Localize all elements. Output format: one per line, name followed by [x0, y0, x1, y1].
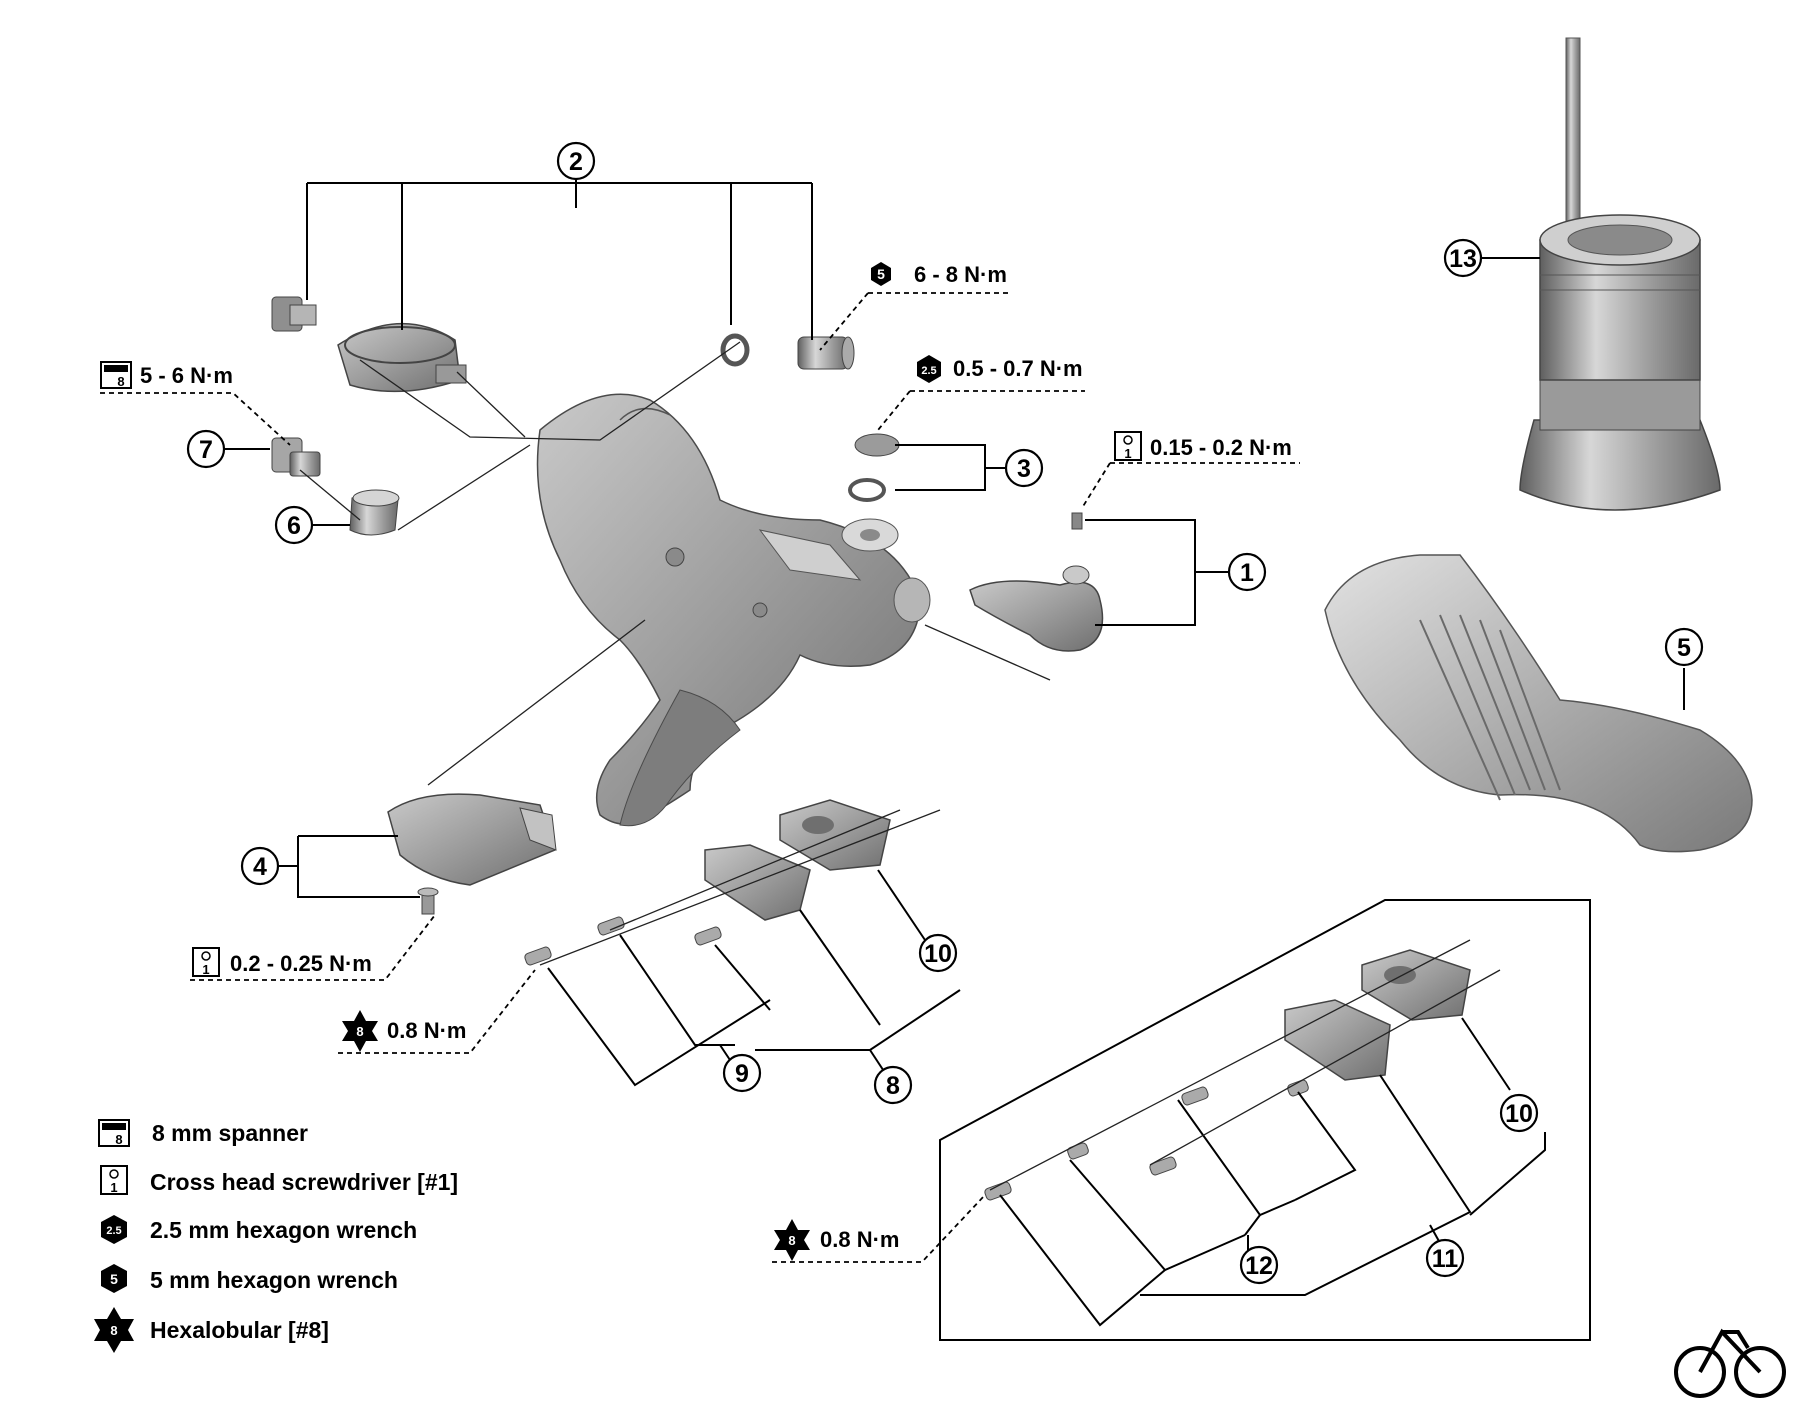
cover-4-illustration	[387, 793, 557, 915]
svg-text:9: 9	[735, 1060, 749, 1088]
svg-text:8: 8	[356, 1024, 363, 1039]
callout-13: 13	[1443, 238, 1483, 278]
svg-text:1: 1	[1124, 446, 1131, 461]
torque-cross-4: 1 0.2 - 0.25 N·m	[192, 947, 372, 977]
svg-text:3: 3	[1017, 455, 1031, 483]
svg-text:8: 8	[886, 1072, 900, 1100]
sub-lever-1-illustration	[969, 512, 1104, 652]
8-mm-spanner-icon: 8	[100, 361, 132, 389]
svg-text:0.8 N·m: 0.8 N·m	[820, 1227, 899, 1252]
svg-text:5 mm hexagon wrench: 5 mm hexagon wrench	[150, 1267, 398, 1293]
callout-3: 3	[1004, 448, 1044, 488]
svg-text:6 - 8 N·m: 6 - 8 N·m	[914, 262, 1007, 287]
svg-text:0.5 - 0.7 N·m: 0.5 - 0.7 N·m	[953, 356, 1083, 381]
svg-text:8: 8	[115, 1132, 122, 1147]
callout-10-upper: 10	[918, 933, 958, 973]
leader-lines	[100, 160, 1685, 1341]
svg-text:2.5: 2.5	[106, 1225, 121, 1237]
callout-7: 7	[186, 429, 226, 469]
svg-text:2: 2	[569, 148, 583, 176]
svg-text:0.8 N·m: 0.8 N·m	[387, 1018, 466, 1043]
hex-wrench-2-5-icon: 2.5	[101, 1215, 127, 1244]
callout-8: 8	[873, 1065, 913, 1105]
svg-text:6: 6	[287, 512, 301, 540]
svg-text:2.5: 2.5	[921, 365, 936, 377]
bracket-10-upper-illustration	[779, 799, 891, 871]
torque-hex5: 5 6 - 8 N·m	[871, 262, 1007, 287]
legend-item-hex-2-5: 2.5 2.5 mm hexagon wrench	[101, 1215, 417, 1244]
8-mm-spanner-icon: 8	[98, 1119, 130, 1147]
screws-12-inset-illustration	[984, 1079, 1309, 1201]
svg-text:8: 8	[117, 374, 124, 389]
cross-head-screwdriver-icon: 1	[1114, 431, 1142, 461]
svg-text:12: 12	[1245, 1252, 1273, 1280]
legend-item-hexalobular: 8 Hexalobular [#8]	[94, 1307, 329, 1353]
svg-text:Cross head screwdriver [#1]: Cross head screwdriver [#1]	[150, 1169, 458, 1195]
torque-hexalobular-inset: 8 0.8 N·m	[774, 1219, 899, 1261]
hex-wrench-5-icon: 5	[101, 1264, 127, 1293]
svg-text:8 mm spanner: 8 mm spanner	[152, 1120, 308, 1146]
svg-text:11: 11	[1432, 1245, 1459, 1273]
svg-text:0.2 - 0.25 N·m: 0.2 - 0.25 N·m	[230, 951, 372, 976]
svg-text:1: 1	[110, 1180, 117, 1195]
bracket-10-inset-illustration	[1361, 949, 1471, 1021]
legend-item-hex-5: 5 5 mm hexagon wrench	[101, 1264, 398, 1293]
bracket-8-upper-illustration	[704, 844, 811, 921]
cross-head-screwdriver-icon: 1	[100, 1165, 128, 1195]
svg-text:8: 8	[110, 1323, 117, 1338]
callout-6: 6	[274, 505, 314, 545]
svg-text:5: 5	[1677, 634, 1691, 662]
svg-text:5: 5	[877, 266, 885, 282]
ring-6-illustration	[349, 489, 400, 536]
legend-item-cross-screwdriver: 1 Cross head screwdriver [#1]	[100, 1165, 458, 1195]
cap-3-illustration	[848, 433, 900, 502]
tool-legend: 8 8 mm spanner 1 Cross head screwdriver …	[94, 1119, 458, 1353]
svg-text:13: 13	[1449, 245, 1477, 273]
svg-text:0.15 - 0.2 N·m: 0.15 - 0.2 N·m	[1150, 435, 1292, 460]
callout-11: 11	[1425, 1238, 1465, 1278]
callout-4: 4	[240, 846, 280, 886]
bolt-7-illustration	[271, 437, 321, 477]
svg-text:1: 1	[202, 962, 209, 977]
svg-text:10: 10	[924, 940, 952, 968]
svg-text:5 - 6 N·m: 5 - 6 N·m	[140, 363, 233, 388]
hex-wrench-2-5-icon: 2.5	[917, 355, 941, 383]
callout-2: 2	[556, 141, 596, 181]
callout-9: 9	[722, 1053, 762, 1093]
screws-9-upper-illustration	[524, 916, 722, 966]
callout-10-inset: 10	[1499, 1093, 1539, 1133]
legend-item-spanner: 8 8 mm spanner	[98, 1119, 308, 1147]
torque-cross-1: 1 0.15 - 0.2 N·m	[1114, 431, 1292, 461]
svg-text:2.5 mm hexagon wrench: 2.5 mm hexagon wrench	[150, 1217, 417, 1243]
svg-text:8: 8	[788, 1233, 795, 1248]
cross-head-screwdriver-icon: 1	[192, 947, 220, 977]
hexalobular-icon: 8	[342, 1010, 378, 1052]
torque-hex25: 2.5 0.5 - 0.7 N·m	[917, 355, 1083, 383]
svg-text:Hexalobular [#8]: Hexalobular [#8]	[150, 1317, 329, 1343]
bracket-11-inset-illustration	[1284, 999, 1391, 1081]
svg-text:4: 4	[253, 853, 267, 881]
hood-5-illustration	[1324, 554, 1753, 853]
svg-text:10: 10	[1505, 1100, 1533, 1128]
hexalobular-icon: 8	[774, 1219, 810, 1261]
hex-wrench-5-icon: 5	[871, 262, 891, 286]
callout-5: 5	[1664, 627, 1704, 667]
hexalobular-icon: 8	[94, 1307, 134, 1353]
lever-body-illustration	[536, 393, 931, 827]
installation-tool-13-illustration	[1519, 37, 1721, 511]
callout-1: 1	[1227, 552, 1267, 592]
svg-text:7: 7	[199, 436, 213, 464]
torque-hexalobular-upper: 8 0.8 N·m	[342, 1010, 466, 1052]
bicycle-logo-icon	[1674, 1328, 1786, 1398]
svg-text:1: 1	[1240, 559, 1254, 587]
svg-text:5: 5	[110, 1271, 118, 1287]
torque-spanner: 8 5 - 6 N·m	[100, 361, 233, 389]
clamp-band-illustration	[271, 296, 855, 393]
callout-12: 12	[1239, 1245, 1279, 1285]
